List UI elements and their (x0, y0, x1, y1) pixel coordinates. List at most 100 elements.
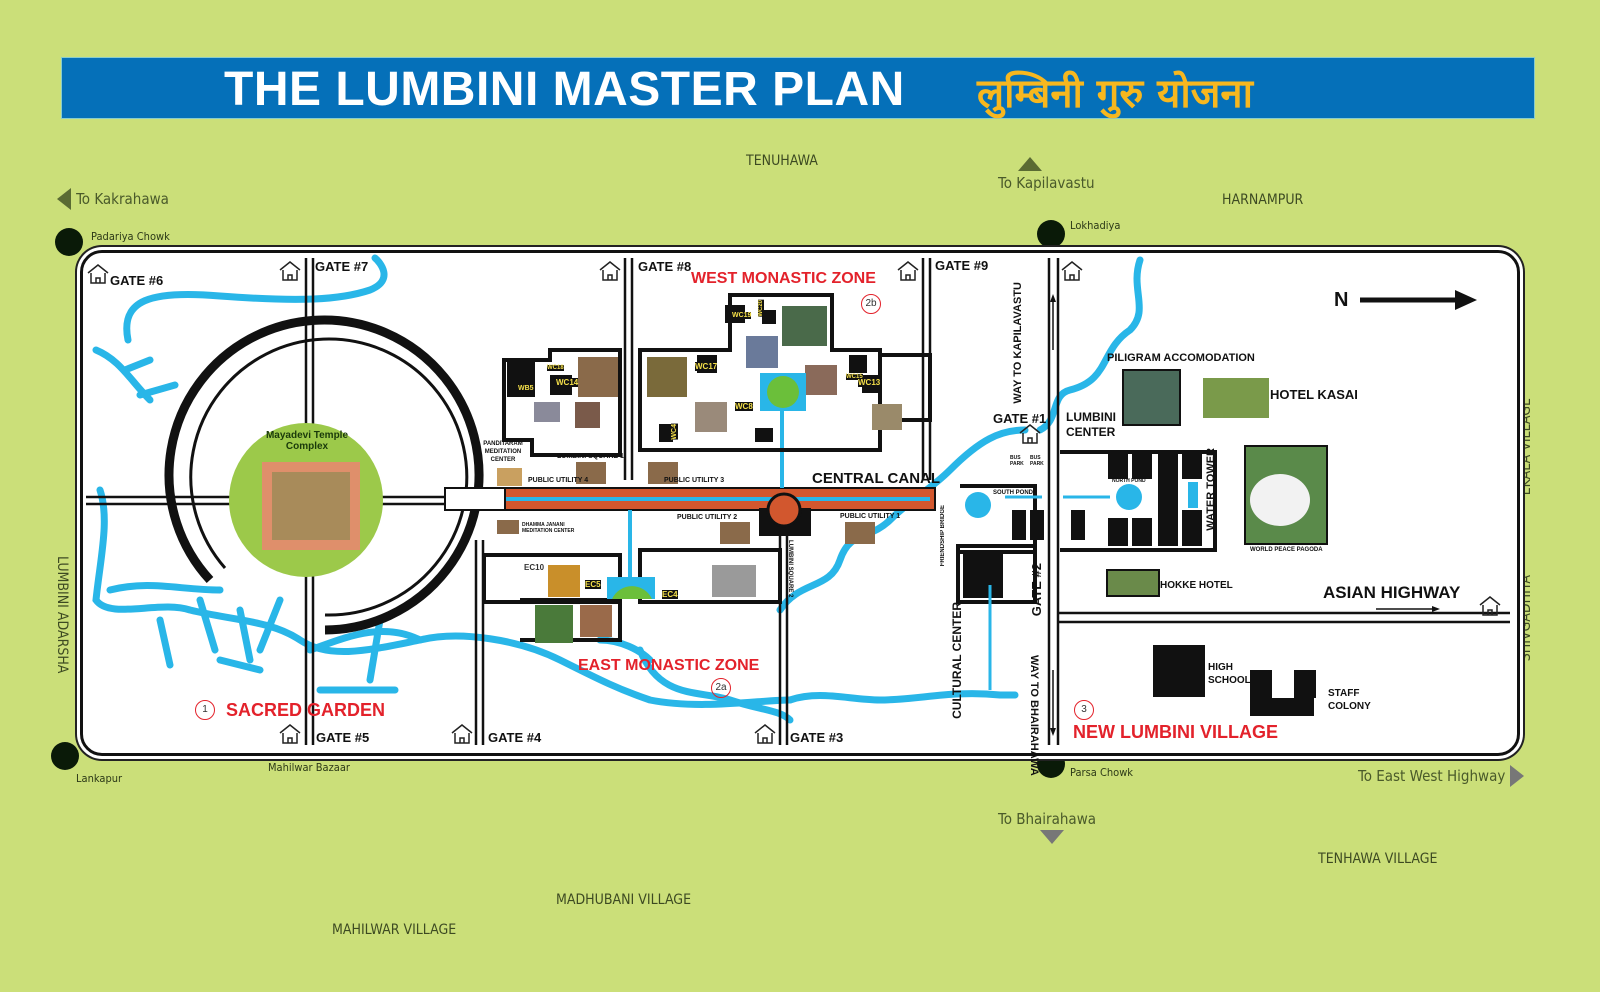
zone-new-lumbini-village: NEW LUMBINI VILLAGE (1073, 722, 1278, 742)
monastery-code: WC18 (547, 365, 564, 371)
arrow-right-icon (1510, 765, 1525, 787)
gate-house-icon (279, 724, 301, 744)
lumbini-center-label: LUMBINI CENTER (1066, 410, 1116, 439)
dhamma-janani-label: DHAMMA JANANI MEDITATION CENTER (522, 522, 575, 534)
place-madhubani: MADHUBANI VILLAGE (556, 892, 692, 908)
monastery-code: WC13 (858, 378, 881, 387)
west-lawn (767, 376, 799, 408)
hotel-kasai-label: HOTEL KASAI (1270, 387, 1358, 402)
water-tower-label: WATER TOWER (1205, 448, 1217, 531)
gate-house-icon (599, 261, 621, 281)
zone-number-badge: 1 (195, 700, 215, 720)
river (786, 690, 1019, 704)
title-english: THE LUMBINI MASTER PLAN (224, 63, 905, 116)
water-tower-pool (1188, 482, 1198, 508)
gate-5: GATE #5 (316, 730, 370, 745)
zone-number-badge: 2a (711, 678, 731, 698)
junction-lokhadiya: Lokhadiya (1070, 219, 1121, 232)
public-utility-2-label: PUBLIC UTILITY 2 (677, 514, 738, 521)
hotel-kasai-photo (1203, 378, 1269, 418)
monastery-code: WC17 (695, 362, 718, 371)
monastery-code: WC15 (846, 374, 863, 380)
temple-complex-label: Mayadevi Temple Complex (265, 430, 349, 452)
pilgrim-accommodation-label: PILIGRAM ACCOMODATION (1107, 352, 1255, 364)
friendship-bridge-label: FRIENDSHIP BRIDGE (940, 505, 946, 567)
junction-marker (51, 742, 79, 770)
place-tenhawa-village: TENHAWA VILLAGE (1318, 851, 1438, 867)
river (92, 346, 179, 404)
bus-park-label: BUS PARK (1010, 455, 1024, 467)
place-tenuhawa: TENUHAWA (746, 153, 818, 169)
monastery-plots (507, 305, 880, 442)
monastery-code: WB5 (518, 385, 534, 392)
panditaram-label: PANDITARAM MEDITATION CENTER (483, 441, 523, 463)
pagoda-dome (1250, 474, 1310, 526)
monastery-code: WC4 (671, 424, 678, 440)
place-mahilwar-village: MAHILWAR VILLAGE (332, 922, 457, 938)
monastery-code: WC14 (556, 378, 579, 387)
arrow-up-icon (1050, 294, 1056, 302)
arrow-down-icon (1050, 728, 1056, 736)
monastery-code: EC5 (585, 580, 601, 589)
arrow-down-icon (1040, 830, 1064, 844)
river (1036, 256, 1144, 434)
cultural-center-label: CULTURAL CENTER (950, 602, 964, 719)
river (106, 582, 284, 674)
direction-east-west-highway: To East West Highway (1358, 765, 1525, 787)
place-lumbini-adarsha: LUMBINI ADARSHA (54, 556, 70, 674)
bus-park-label: BUS PARK (1030, 455, 1044, 467)
monastery-code: WC19 (732, 312, 752, 319)
gate-2: GATE #2 (1029, 563, 1044, 617)
sacred-garden-ring (164, 315, 484, 635)
temple-photos (272, 472, 350, 540)
gate-house-icon (87, 264, 109, 284)
junction-marker (1037, 220, 1065, 248)
monastery-code: EC10 (524, 563, 545, 572)
place-mahilwar-bazaar: Mahilwar Bazaar (268, 761, 350, 774)
direction-kapilavastu: To Kapilavastu (998, 174, 1095, 192)
north-pond-label: NORTH POND (1112, 478, 1146, 484)
gate-house-icon (451, 724, 473, 744)
gate-1: GATE #1 (993, 411, 1047, 426)
direction-label: To Kakrahawa (76, 190, 169, 208)
asian-highway-label: ASIAN HIGHWAY (1323, 583, 1461, 602)
monastery-code: WC20 (758, 300, 764, 317)
arrow-left-icon (57, 188, 71, 210)
title-banner: THE LUMBINI MASTER PLAN लुम्बिनी गुरु यो… (62, 58, 1534, 118)
west-monastic-zone (502, 293, 932, 457)
gate-3: GATE #3 (790, 730, 844, 745)
river (776, 426, 1029, 614)
zone-sacred-garden: SACRED GARDEN (226, 700, 386, 720)
high-school-label: HIGH SCHOOL (1208, 662, 1251, 686)
gate-house-icons (87, 261, 1501, 744)
river-network (92, 254, 1144, 724)
monastery-code: EC4 (662, 590, 678, 599)
arrow-up-icon (1018, 157, 1042, 171)
junction-padariya: Padariya Chowk (91, 230, 170, 243)
river (596, 636, 794, 724)
canal-entry (444, 487, 506, 511)
gate-house-icon (1019, 424, 1041, 444)
public-utility-4-label: PUBLIC UTILITY 4 (528, 477, 589, 484)
zone-east-monastic: EAST MONASTIC ZONE (578, 657, 760, 674)
zone-west-monastic: WEST MONASTIC ZONE (691, 270, 876, 287)
hokke-hotel-label: HOKKE HOTEL (1160, 580, 1233, 591)
monastery-photos (534, 306, 902, 432)
village-blocks (963, 452, 1316, 716)
south-pond (965, 492, 991, 518)
lumbini-square-1-label: LUMBINI SQUARE 1 (557, 453, 624, 460)
gate-4: GATE #4 (488, 730, 542, 745)
north-indicator: N (1334, 289, 1349, 311)
river (123, 254, 388, 344)
public-utility-3-label: PUBLIC UTILITY 3 (664, 477, 725, 484)
north-pond (1116, 484, 1142, 510)
zone-number-badge: 2b (861, 294, 881, 314)
gate-house-icon (897, 261, 919, 281)
direction-bhairahawa: To Bhairahawa (998, 810, 1097, 828)
east-monastery-photos (535, 565, 756, 643)
public-utility-1-label: PUBLIC UTILITY 1 (840, 513, 901, 520)
title-nepali: लुम्बिनी गुरु योजना (977, 71, 1253, 117)
arrow-right-icon (1432, 606, 1440, 612)
central-canal-label: CENTRAL CANAL (812, 470, 941, 487)
